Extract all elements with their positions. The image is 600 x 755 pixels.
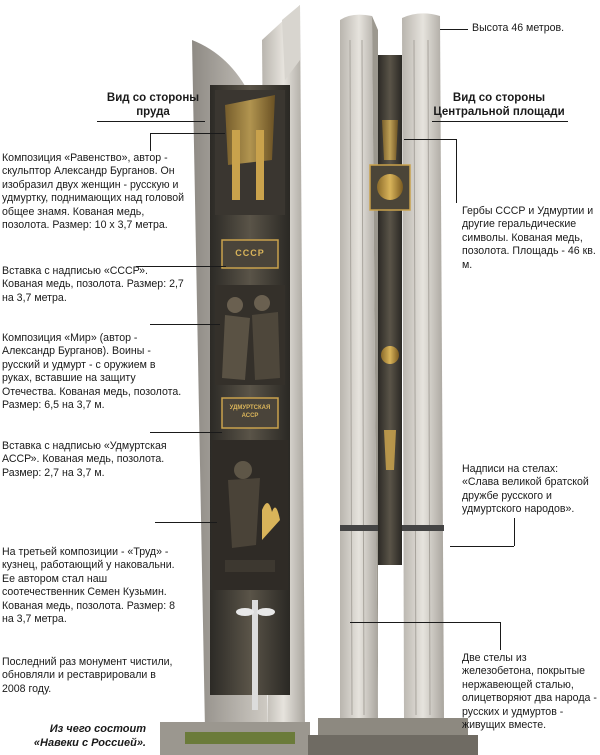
heading-right-line1: Вид со стороны (452, 92, 546, 104)
heading-left: Вид со стороны пруда (98, 91, 208, 119)
heading-left-line2: пруда (136, 106, 170, 118)
footer-line2: «Навеки с Россией». (33, 737, 146, 749)
leader-trud (155, 522, 217, 523)
leader-mir (150, 324, 220, 325)
caption-stely: Две стелы из железобетона, покрытые нерж… (462, 652, 597, 732)
leader-nadpisi (450, 546, 514, 547)
plaque-sssr-text: СССР (235, 248, 265, 258)
caption-trud: На третьей композиции - «Труд» - кузнец,… (2, 546, 175, 626)
caption-gerby: Гербы СССР и Удмуртии и другие геральдич… (462, 205, 596, 271)
heading-right: Вид со стороны Центральной площади (430, 91, 568, 119)
caption-mir: Композиция «Мир» (автор - Александр Бург… (2, 332, 182, 412)
leader-stely-v (500, 622, 501, 650)
caption-cleaned: Последний раз монумент чистили, обновлял… (2, 656, 173, 695)
heading-right-line2: Центральной площади (433, 106, 565, 118)
right-stela-pair (308, 13, 478, 755)
leader-stely (350, 622, 500, 623)
heading-right-rule (432, 121, 568, 122)
caption-ravenstvo: Композиция «Равенство», автор - скульпто… (2, 152, 185, 232)
leader-ravenstvo (150, 133, 225, 134)
heading-left-rule (97, 121, 205, 122)
leader-gerby-v (456, 139, 457, 203)
leader-gerby (404, 139, 456, 140)
leader-sssr (136, 266, 226, 267)
leader-nadpisi-v (514, 518, 515, 546)
leader-ravenstvo-v (150, 133, 151, 151)
caption-height: Высота 46 метров. (472, 22, 565, 34)
footer-title: Из чего состоит «Навеки с Россией». (20, 722, 146, 750)
caption-sssr-insert: Вставка с надписью «СССР». Кованая медь,… (2, 265, 184, 304)
leader-height (440, 29, 468, 30)
leader-udm (150, 432, 222, 433)
caption-udm-insert: Вставка с надписью «Удмуртская АССР». Ко… (2, 440, 167, 479)
left-relief-column (210, 85, 290, 710)
footer-line1: Из чего состоит (49, 723, 146, 735)
caption-nadpisi: Надписи на стелах: «Слава великой братск… (462, 463, 589, 516)
plaque-udm-text: УДМУРТСКАЯ АССР (229, 405, 271, 419)
heading-left-line1: Вид со стороны (106, 92, 200, 104)
